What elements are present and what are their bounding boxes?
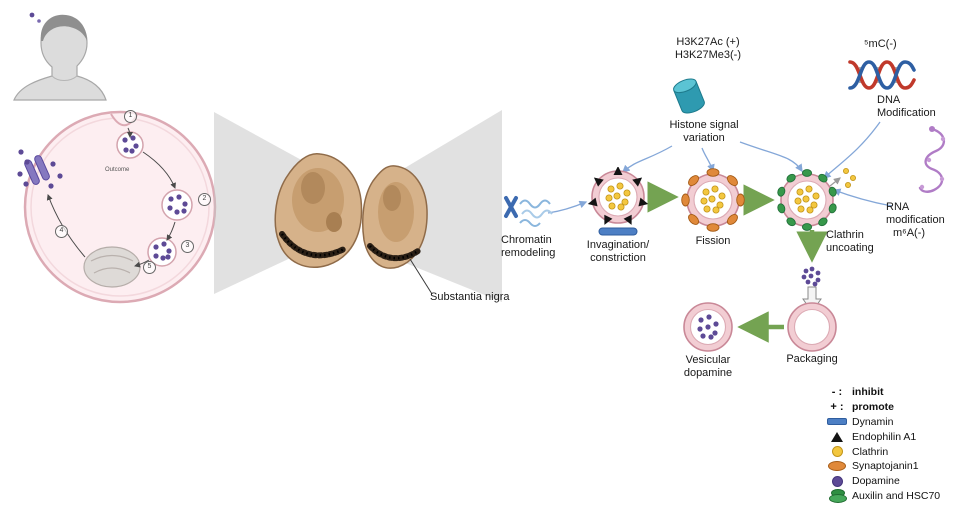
step-badge-1: 1 [124, 110, 137, 123]
stage-uncoating-label: Clathrin uncoating [826, 229, 874, 254]
legend-item-promote: + : promote [826, 400, 940, 415]
midbrain-section-left [274, 153, 363, 268]
dopamine-dots-incoming [801, 266, 821, 287]
legend-item-dynamin: Dynamin [826, 415, 940, 430]
vesicle-packaging [787, 266, 837, 352]
vesicle-clathrin-uncoating [777, 169, 837, 231]
arrow-histone-to-invagination [622, 145, 673, 173]
legend-item-endophilin: Endophilin A1 [826, 429, 940, 444]
plus-symbol: + : [830, 401, 844, 414]
step-badge-2: 2 [198, 193, 211, 206]
step-badge-5: 5 [143, 261, 156, 274]
histone-signal-label: Histone signal variation [669, 119, 739, 144]
midbrain-sections-illustration [214, 110, 502, 302]
stage-fission-label: Fission [695, 235, 731, 247]
auxilin-hsc70-blobs [777, 169, 837, 231]
stage-invagination-label: Invagination/ constriction [586, 239, 650, 264]
clathrin-dots [605, 182, 631, 211]
arrow-rna-to-uncoating [832, 188, 893, 207]
dynamin-bar-icon [827, 418, 847, 426]
cell-vesicle-1 [116, 131, 144, 159]
legend-item-dopamine: Dopamine [826, 474, 940, 489]
cell-vesicle-2 [161, 189, 193, 221]
extracellular-dopamine-dots [17, 149, 63, 189]
rna-structure-icon [918, 126, 946, 193]
vesicle-invagination [587, 167, 649, 236]
histone-marks-label: H3K27Ac (+) H3K27Me3(-) [674, 36, 742, 61]
outcome-label: Outcome [105, 167, 130, 173]
clathrin-dots [700, 185, 726, 214]
substantia-nigra-pointer-line [409, 258, 433, 295]
endosome [83, 246, 141, 288]
minus-symbol: - : [831, 386, 843, 399]
clathrin-dot-icon [831, 446, 843, 458]
dna-helix-icon [848, 60, 916, 90]
auxilin-hsc70-icon [829, 489, 847, 504]
histone-icon [673, 78, 705, 114]
step-badge-3: 3 [181, 240, 194, 253]
endophilin-triangle-icon [831, 431, 843, 442]
rna-modification-label: RNA modification m⁶A(-) [886, 201, 945, 239]
legend-item-inhibit: - : inhibit [826, 385, 940, 400]
dynamin-bar [598, 227, 638, 236]
dopamine-dots [697, 314, 719, 340]
substantia-nigra-band-left [279, 231, 347, 259]
dna-mark-label: ⁵mC(-) [864, 38, 897, 50]
dopamine-molecule-dot [29, 12, 35, 18]
rna-mark-label: m⁶A(-) [893, 227, 926, 239]
endophilin-triangles [587, 167, 649, 225]
vesicle-dopamine [683, 302, 733, 352]
substantia-nigra-label: Substantia nigra [430, 291, 510, 303]
stage-packaging-label: Packaging [786, 353, 838, 365]
chromatin-icon [504, 196, 553, 227]
person-illustration [13, 12, 107, 101]
step-badge-4: 4 [55, 225, 68, 238]
arrow-clathrin-release [829, 177, 841, 187]
dna-modification-label: DNA Modification [877, 94, 936, 119]
vesicle-fission [681, 168, 745, 232]
synaptojanin-oval-icon [828, 461, 846, 472]
stage-vesicular-dopamine-label: Vesicular dopamine [683, 354, 733, 379]
legend: - : inhibit + : promote Dynamin Endophil… [826, 385, 940, 504]
zoom-beam-right [398, 110, 502, 302]
clathrin-dots [794, 185, 820, 214]
arrow-histone-to-uncoating [739, 141, 803, 173]
legend-item-auxilin-hsc70: Auxilin and HSC70 [826, 489, 940, 504]
cell-vesicle-3 [147, 237, 177, 267]
chromatin-remodeling-label: Chromatin remodeling [501, 234, 556, 259]
legend-item-synaptojanin: Synaptojanin1 [826, 459, 940, 474]
midbrain-section-right [361, 165, 428, 269]
synaptojanin-ovals [681, 168, 745, 232]
legend-item-clathrin: Clathrin [826, 444, 940, 459]
arrow-dna-to-uncoating [823, 121, 881, 179]
released-clathrin-dots [843, 167, 857, 188]
dopamine-transporter [24, 155, 50, 185]
dopamine-dot-icon [831, 475, 843, 487]
substantia-nigra-band-right [367, 243, 421, 262]
